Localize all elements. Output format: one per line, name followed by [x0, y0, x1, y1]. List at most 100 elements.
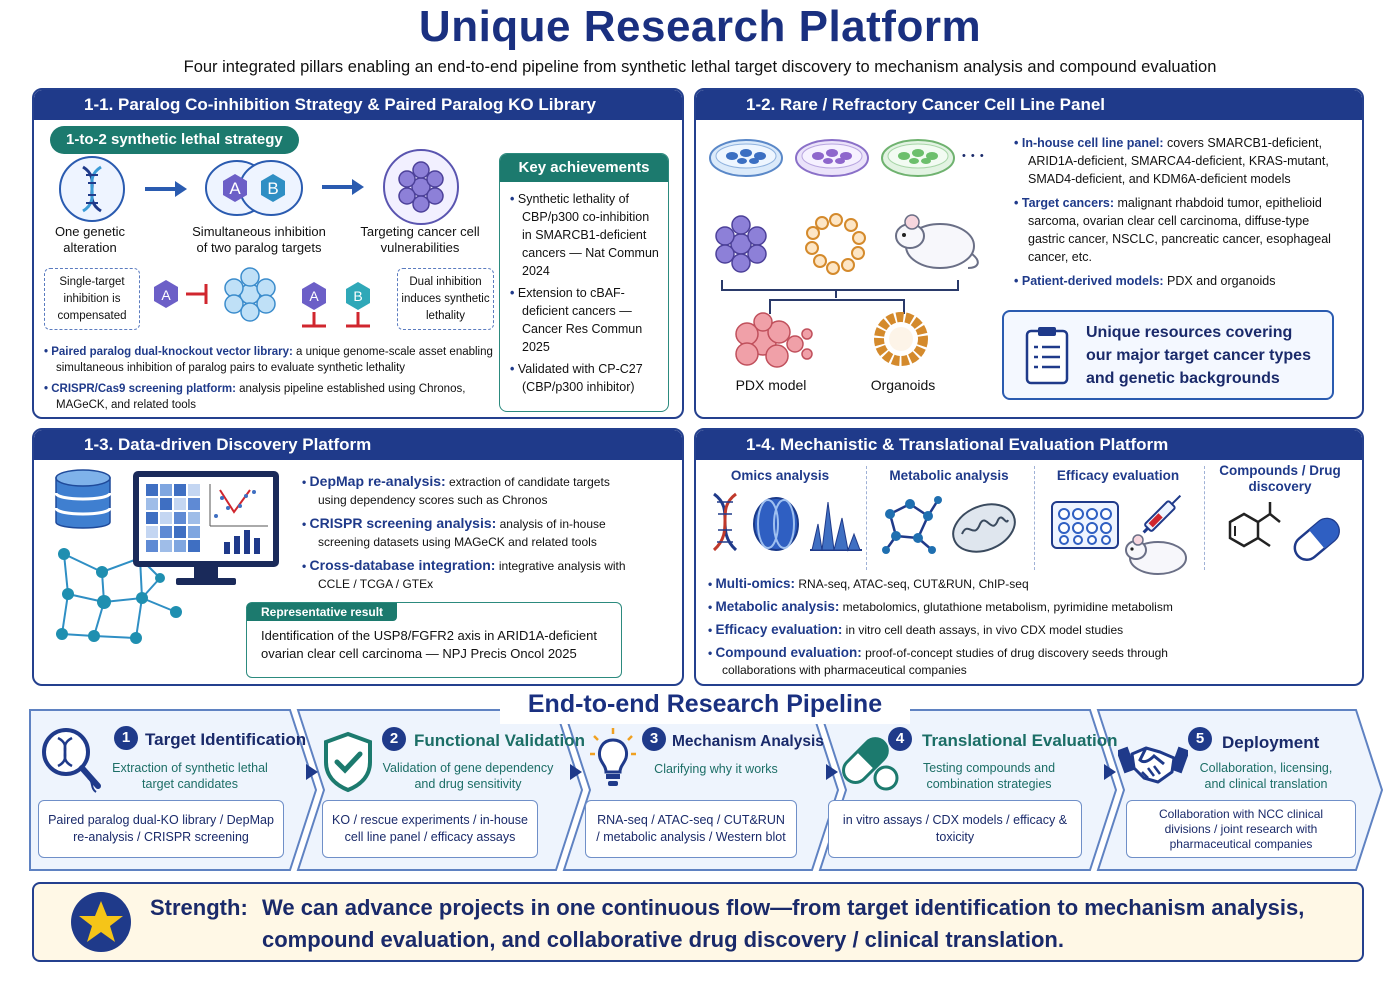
pdx-label: PDX model: [735, 377, 807, 393]
organoid-icon: [874, 312, 928, 366]
key-achievement-item: • Synthetic lethality of CBP/p300 co-inh…: [510, 192, 659, 278]
step-2-title: Functional Validation: [414, 731, 585, 750]
bullet-cross-database: • Cross-database integration: integrativ…: [302, 557, 626, 591]
pipeline-title: End-to-end Research Pipeline: [500, 690, 910, 724]
column-metabolic: Metabolic analysis: [889, 468, 1009, 483]
bullet-crispr-platform-label: CRISPR/Cas9 screening platform:: [51, 383, 236, 395]
single-target-box: Single-target inhibition is compensated: [44, 268, 140, 330]
compensation-diagram: A A B: [154, 267, 370, 328]
omics-icons: [712, 492, 862, 552]
label-b: B: [267, 179, 278, 198]
strength-banner: [32, 882, 1364, 962]
bullet-cross-database-label: Cross-database integration:: [309, 557, 496, 573]
step-2-detail: KO / rescue experiments / in-house cell …: [322, 800, 538, 858]
page-subtitle: Four integrated pillars enabling an end-…: [183, 58, 1217, 76]
strength-label: Strength:: [150, 895, 248, 920]
step-5-detail: Collaboration with NCC clinical division…: [1126, 800, 1356, 858]
efficacy-icons: [1051, 494, 1187, 575]
arrow-right-icon: [145, 181, 187, 197]
bullet-crispr-analysis-label: CRISPR screening analysis:: [309, 515, 497, 531]
unique-resources-box: Unique resources covering our major targ…: [1002, 310, 1334, 400]
organoid-ring-icon: [805, 213, 866, 275]
cell-cluster-icon: [715, 215, 767, 273]
dna-icon: [59, 156, 125, 222]
magnifier-dna-icon: [42, 728, 101, 793]
panel-1-3-header: 1-3. Data-driven Discovery Platform: [34, 430, 682, 460]
unique-resources-text: Unique resources covering our major targ…: [1086, 323, 1311, 387]
representative-result-text: Identification of the USP8/FGFR2 axis in…: [261, 628, 597, 661]
capsule-pill-icon: [842, 737, 899, 791]
panel-1-2-header: 1-2. Rare / Refractory Cancer Cell Line …: [696, 90, 1362, 120]
column-omics: Omics analysis: [730, 468, 830, 483]
bullet-crispr-platform-text: analysis pipeline established using Chro…: [56, 383, 466, 411]
column-compounds: Compounds / Drug discovery: [1219, 463, 1341, 494]
bullet-multi-omics: • Multi-omics: RNA-seq, ATAC-seq, CUT&RU…: [708, 576, 1029, 591]
bullet-crispr-analysis: • CRISPR screening analysis: analysis of…: [302, 515, 606, 549]
dual-inhibition-box: Dual inhibition induces synthetic lethal…: [397, 268, 494, 330]
bullet-paired-library: • Paired paralog dual-knockout vector li…: [44, 346, 493, 374]
step-3-subtitle: Clarifying why it works: [654, 762, 778, 776]
bullet-efficacy-label: Efficacy evaluation:: [715, 622, 843, 637]
step-1-number: 1: [114, 726, 138, 750]
arrow-right-icon: [322, 179, 364, 195]
step-1-subtitle: Extraction of synthetic lethal target ca…: [112, 761, 268, 791]
column-divider: [866, 466, 867, 570]
star-icon: [71, 892, 131, 952]
step-5-subtitle: Collaboration, licensing, and clinical t…: [1199, 761, 1333, 791]
step-5-number: 5: [1188, 727, 1212, 751]
step-3-title: Mechanism Analysis: [672, 733, 824, 750]
pdx-tumor-icon: [735, 312, 813, 368]
organoids-label: Organoids: [870, 377, 936, 393]
bullet-multi-omics-label: Multi-omics:: [715, 576, 796, 591]
panel-1-4: 1-4. Mechanistic & Translational Evaluat…: [694, 428, 1364, 686]
key-achievements-box: Key achievements • Synthetic lethality o…: [499, 153, 669, 412]
step-5-title: Deployment: [1222, 733, 1320, 752]
monitor-chart-icon: [133, 471, 279, 585]
strategy-pill: 1-to-2 synthetic lethal strategy: [50, 126, 299, 154]
bullet-metabolic: • Metabolic analysis: metabolomics, glut…: [708, 599, 1173, 614]
bullet-depmap-label: DepMap re-analysis:: [309, 473, 446, 489]
more-ellipsis: • • •: [962, 150, 985, 162]
metabolic-icons: [882, 496, 1016, 554]
database-icon: [54, 469, 112, 529]
step-3-detail: RNA-seq / ATAC-seq / CUT&RUN / metabolic…: [585, 800, 797, 858]
caption-genetic-alteration: One genetic alteration: [54, 224, 126, 255]
label-a-dual: A: [309, 288, 319, 304]
handshake-icon: [1118, 746, 1188, 784]
compound-icons: [1228, 502, 1340, 561]
bullet-compound: • Compound evaluation: proof-of-concept …: [708, 645, 1168, 677]
representative-result-box: Representative result Identification of …: [246, 602, 622, 678]
petri-dishes-icon: [709, 139, 955, 177]
caption-targeting-vulnerabilities: Targeting cancer cell vulnerabilities: [360, 224, 480, 255]
column-divider: [1204, 466, 1205, 570]
step-4-title: Translational Evaluation: [922, 731, 1118, 750]
representative-result-header: Representative result: [247, 603, 397, 621]
bullet-patient-derived: • Patient-derived models: PDX and organo…: [1014, 274, 1276, 288]
bullet-metabolic-label: Metabolic analysis:: [715, 599, 840, 614]
network-icon: [56, 548, 182, 644]
caption-simultaneous-inhibition: Simultaneous inhibition of two paralog t…: [192, 224, 326, 255]
step-2-subtitle: Validation of gene dependency and drug s…: [382, 761, 554, 791]
clipboard-icon: [1025, 327, 1069, 385]
strength-line-2: compound evaluation, and collaborative d…: [262, 927, 1064, 952]
column-divider: [1034, 466, 1035, 570]
bullet-target-cancers: • Target cancers: malignant rhabdoid tum…: [1014, 196, 1331, 264]
bullet-cell-panel: • In-house cell line panel: covers SMARC…: [1014, 136, 1329, 186]
panel-1-4-header: 1-4. Mechanistic & Translational Evaluat…: [696, 430, 1362, 460]
mouse-icon: [895, 214, 979, 269]
bullet-depmap: • DepMap re-analysis: extraction of cand…: [302, 473, 610, 507]
panel-1-1-header: 1-1. Paralog Co-inhibition Strategy & Pa…: [34, 90, 682, 120]
step-1-title: Target Identification: [145, 730, 307, 749]
step-1-detail: Paired paralog dual-KO library / DepMap …: [38, 800, 284, 858]
step-4-number: 4: [888, 727, 912, 751]
strength-line-1: We can advance projects in one continuou…: [262, 895, 1305, 920]
bullet-paired-library-text: a unique genome-scale asset enabling sim…: [56, 346, 493, 374]
key-achievement-item: • Extension to cBAF-deficient cancers — …: [510, 286, 643, 354]
lightbulb-icon: [590, 728, 636, 786]
step-2-number: 2: [382, 727, 406, 751]
key-achievement-item: • Validated with CP-C27 (CBP/p300 inhibi…: [510, 362, 643, 394]
bracket-connector: [721, 280, 959, 314]
column-efficacy: Efficacy evaluation: [1056, 468, 1180, 483]
label-a: A: [229, 179, 241, 198]
bullet-cell-panel-label: In-house cell line panel:: [1021, 136, 1164, 150]
